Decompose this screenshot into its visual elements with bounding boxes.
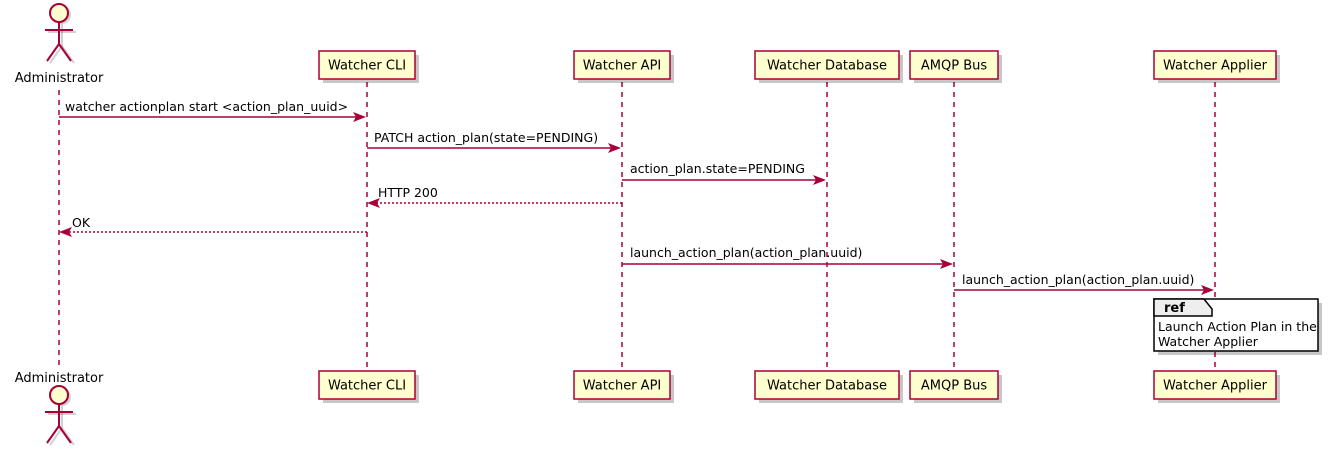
participants-bottom: Administrator Watcher CLI bbox=[15, 370, 1280, 446]
participant-box-watcher-api-bottom[interactable]: Watcher API bbox=[573, 370, 674, 403]
message-label: OK bbox=[72, 215, 91, 230]
participant-box-watcher-applier-bottom[interactable]: Watcher Applier bbox=[1153, 370, 1280, 403]
message-label: action_plan.state=PENDING bbox=[630, 161, 805, 176]
participant-box-watcher-cli-bottom[interactable]: Watcher CLI bbox=[318, 370, 419, 403]
participant-rect bbox=[909, 370, 999, 400]
participant-label-watcher-cli-top: Watcher CLI bbox=[328, 59, 406, 74]
message-6-launch-action-plan-to-bus[interactable]: launch_action_plan(action_plan.uuid) bbox=[622, 245, 953, 269]
participant-rect bbox=[754, 50, 900, 80]
message-arrowhead bbox=[367, 198, 380, 208]
message-label: PATCH action_plan(state=PENDING) bbox=[374, 130, 598, 145]
participant-rect bbox=[573, 370, 671, 400]
ref-fragment-launch-action-plan[interactable]: ref Launch Action Plan in the Watcher Ap… bbox=[1153, 298, 1322, 355]
actor-label-administrator-top: Administrator bbox=[15, 71, 104, 86]
participant-rect bbox=[754, 370, 900, 400]
actor-leg-right-icon bbox=[58, 43, 72, 62]
message-label: launch_action_plan(action_plan.uuid) bbox=[630, 245, 862, 260]
participant-rect bbox=[909, 50, 999, 80]
message-arrowhead bbox=[813, 175, 826, 185]
participant-label-watcher-applier-top: Watcher Applier bbox=[1163, 59, 1268, 74]
participant-label-amqp-bus-top: AMQP Bus bbox=[921, 59, 987, 74]
lifelines-layer bbox=[58, 82, 1216, 370]
participants-top: Administrator Watcher CLI Watcher API Wa… bbox=[15, 3, 1280, 86]
ref-text-line-2: Watcher Applier bbox=[1158, 334, 1259, 349]
participant-box-watcher-database-top[interactable]: Watcher Database bbox=[754, 50, 903, 83]
message-arrowhead bbox=[940, 259, 953, 269]
participant-label-watcher-api-bottom: Watcher API bbox=[583, 379, 662, 394]
message-arrowhead bbox=[1201, 285, 1214, 295]
ref-text-line-1: Launch Action Plan in the bbox=[1158, 319, 1317, 334]
participant-rect bbox=[318, 370, 416, 400]
ref-tab-label: ref bbox=[1164, 301, 1185, 316]
participant-label-amqp-bus-bottom: AMQP Bus bbox=[921, 379, 987, 394]
participant-label-watcher-api-top: Watcher API bbox=[583, 59, 662, 74]
message-4-http-200[interactable]: HTTP 200 bbox=[367, 185, 622, 208]
actor-label-administrator-bottom: Administrator bbox=[15, 371, 104, 386]
participant-box-amqp-bus-bottom[interactable]: AMQP Bus bbox=[909, 370, 1002, 403]
participant-rect bbox=[318, 50, 416, 80]
participant-box-watcher-applier-top[interactable]: Watcher Applier bbox=[1153, 50, 1280, 83]
participant-label-watcher-applier-bottom: Watcher Applier bbox=[1163, 379, 1268, 394]
participant-rect bbox=[1153, 50, 1277, 80]
actor-leg-right-icon bbox=[58, 425, 72, 444]
message-1-watcher-actionplan-start[interactable]: watcher actionplan start <action_plan_uu… bbox=[59, 99, 366, 122]
actor-administrator-bottom[interactable]: Administrator bbox=[15, 371, 104, 446]
message-arrowhead bbox=[608, 143, 621, 153]
message-label: watcher actionplan start <action_plan_uu… bbox=[65, 99, 348, 114]
actor-head-icon bbox=[49, 3, 69, 23]
message-2-patch-action-plan[interactable]: PATCH action_plan(state=PENDING) bbox=[367, 130, 621, 153]
message-7-launch-action-plan-to-applier[interactable]: launch_action_plan(action_plan.uuid) bbox=[954, 272, 1214, 295]
actor-leg-left-icon bbox=[46, 43, 60, 62]
message-5-ok[interactable]: OK bbox=[59, 215, 367, 237]
participant-rect bbox=[573, 50, 671, 80]
actor-head-icon bbox=[49, 385, 69, 405]
message-label: launch_action_plan(action_plan.uuid) bbox=[962, 272, 1194, 287]
participant-label-watcher-database-bottom: Watcher Database bbox=[767, 379, 887, 394]
participant-label-watcher-cli-bottom: Watcher CLI bbox=[328, 379, 406, 394]
message-arrowhead bbox=[59, 227, 72, 237]
participant-label-watcher-database-top: Watcher Database bbox=[767, 59, 887, 74]
participant-box-watcher-database-bottom[interactable]: Watcher Database bbox=[754, 370, 903, 403]
ref-tab bbox=[1153, 298, 1213, 317]
participant-box-watcher-cli-top[interactable]: Watcher CLI bbox=[318, 50, 419, 83]
actor-leg-left-icon bbox=[46, 425, 60, 444]
messages-layer: watcher actionplan start <action_plan_uu… bbox=[59, 99, 1214, 295]
message-label: HTTP 200 bbox=[378, 185, 438, 200]
participant-rect bbox=[1153, 370, 1277, 400]
actor-administrator-top[interactable]: Administrator bbox=[15, 3, 104, 86]
message-3-action-plan-state-pending[interactable]: action_plan.state=PENDING bbox=[622, 161, 826, 185]
message-arrowhead bbox=[353, 112, 366, 122]
participant-box-watcher-api-top[interactable]: Watcher API bbox=[573, 50, 674, 83]
participant-box-amqp-bus-top[interactable]: AMQP Bus bbox=[909, 50, 1002, 83]
